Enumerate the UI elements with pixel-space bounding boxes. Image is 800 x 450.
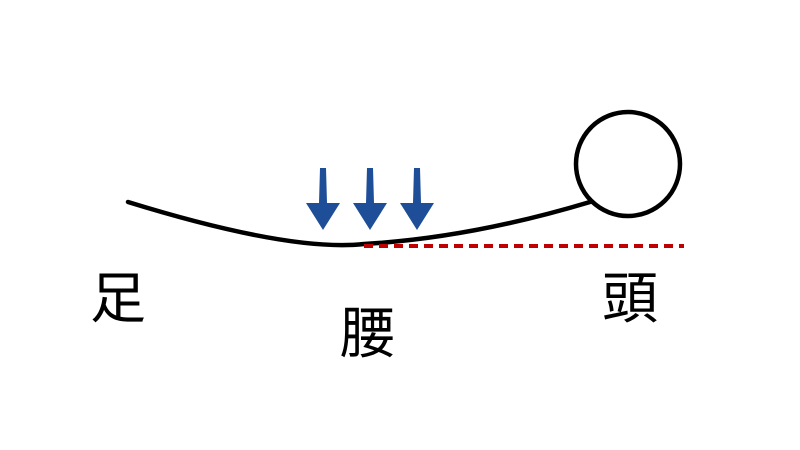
- down-arrow-2: [353, 168, 387, 230]
- down-arrow-3: [400, 168, 434, 230]
- head-circle: [573, 109, 683, 219]
- pressure-arrows: [306, 168, 434, 230]
- label-waist: 腰: [340, 302, 396, 367]
- down-arrow-1: [306, 168, 340, 230]
- label-head: 頭: [602, 267, 658, 332]
- label-feet: 足: [90, 267, 146, 332]
